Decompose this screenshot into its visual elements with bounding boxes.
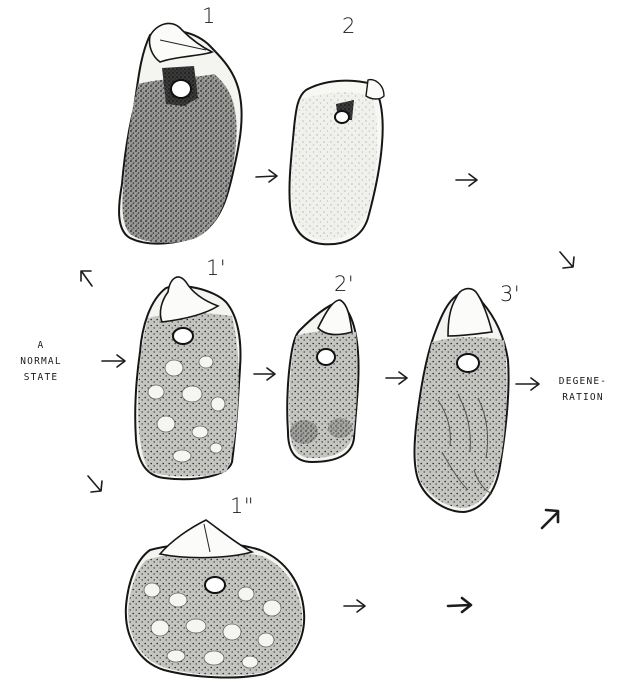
stage-label-2-prime: 2' <box>334 272 354 296</box>
stage-label-1-double-prime: 1" <box>230 494 254 518</box>
stage-label-1: 1 <box>202 4 216 28</box>
arrow-normal-to-1-prime <box>102 355 125 367</box>
cell-1-double-prime <box>126 520 304 677</box>
cell-3-prime-apical-beak <box>448 289 492 336</box>
degeneration-label: DEGENE- RATION <box>546 374 620 406</box>
stage-label-3-prime: 3' <box>500 282 520 306</box>
cell-2-apical-beak <box>366 80 384 99</box>
arrow-down-right-top <box>560 252 574 268</box>
cell-3-prime-nucleus <box>457 354 479 372</box>
degeneration-line-2: RATION <box>546 390 620 406</box>
cell-2 <box>289 80 384 245</box>
cell-2-prime-nucleus <box>317 349 335 365</box>
arrow-down-right-left <box>88 476 102 492</box>
arrow-3-prime-to-degeneration <box>516 378 539 390</box>
arrow-2-prime-to-3-prime <box>386 372 407 384</box>
degeneration-line-1: DEGENE- <box>546 374 620 390</box>
arrow-up-right-bold <box>542 510 558 528</box>
cell-3-prime <box>415 289 509 512</box>
cell-2-prime <box>287 300 358 462</box>
arrow-1-prime-to-2-prime <box>254 368 275 380</box>
arrow-2-onward <box>456 174 477 186</box>
arrow-1-to-2 <box>256 170 277 182</box>
normal-state-line-3: STATE <box>2 370 80 386</box>
cell-1 <box>119 23 242 243</box>
cell-1-prime <box>135 277 240 479</box>
cell-1-double-prime-apical-beak <box>160 520 252 558</box>
cell-2-prime-apical-beak <box>318 300 352 335</box>
cell-1-double-prime-nucleus <box>205 577 225 593</box>
cell-2-nucleus <box>335 111 349 123</box>
arrow-up-left <box>81 271 92 286</box>
normal-state-label: A NORMAL STATE <box>2 338 80 386</box>
stage-label-2: 2 <box>342 14 356 38</box>
arrow-1-double-prime-right-1 <box>344 600 365 612</box>
normal-state-line-1: A <box>2 338 80 354</box>
arrow-1-double-prime-right-2 <box>448 598 471 612</box>
cell-1-nucleus <box>171 80 191 98</box>
normal-state-line-2: NORMAL <box>2 354 80 370</box>
cell-1-prime-nucleus <box>173 328 193 344</box>
stage-label-1-prime: 1' <box>206 256 226 280</box>
